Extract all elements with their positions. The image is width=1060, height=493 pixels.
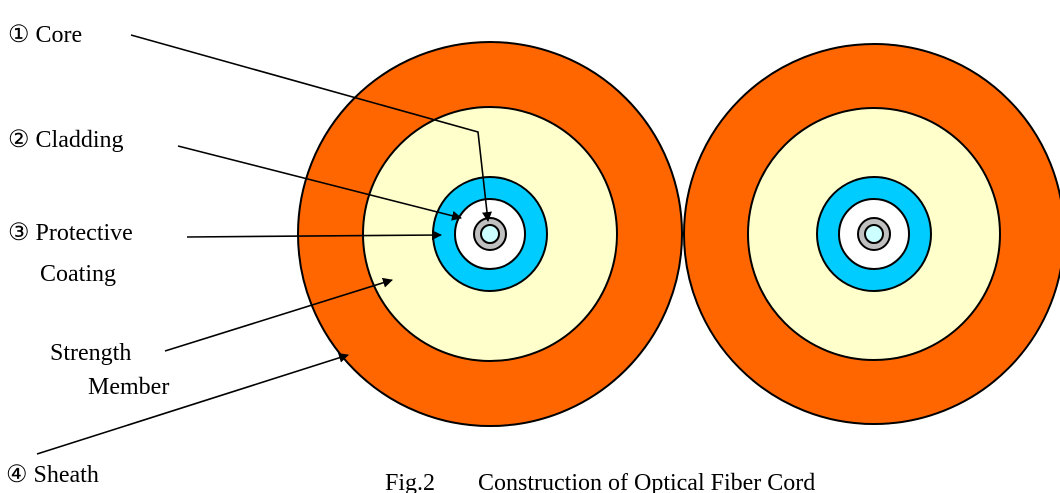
protective-coating-leader-line <box>186 230 442 241</box>
core-leader-line <box>130 34 492 222</box>
figure-title: Construction of Optical Fiber Cord <box>478 470 815 493</box>
sheath-leader-line <box>36 352 349 455</box>
sheath-label: ④ Sheath <box>6 462 99 488</box>
strength-member-label-line2: Member <box>88 374 169 400</box>
core-layer <box>864 224 884 244</box>
core-label: ① Core <box>8 22 82 48</box>
figure-number: Fig.2 <box>385 470 435 493</box>
leader-lines <box>36 34 492 455</box>
figure-caption: Fig.2 Construction of Optical Fiber Cord <box>385 470 815 493</box>
strength-member-leader-line <box>164 277 393 352</box>
layer-labels: ① Core ② Cladding ③ Protective Coating S… <box>6 22 169 488</box>
cladding-label: ② Cladding <box>8 127 124 153</box>
cladding-leader-line <box>177 145 462 221</box>
strength-member-label: Strength <box>50 340 131 366</box>
protective-coating-label: ③ Protective <box>8 220 133 246</box>
right-fiber-cross-section <box>683 43 1060 425</box>
protective-coating-label-line2: Coating <box>40 261 116 287</box>
left-fiber-cross-section <box>297 41 683 427</box>
core-layer <box>480 224 500 244</box>
